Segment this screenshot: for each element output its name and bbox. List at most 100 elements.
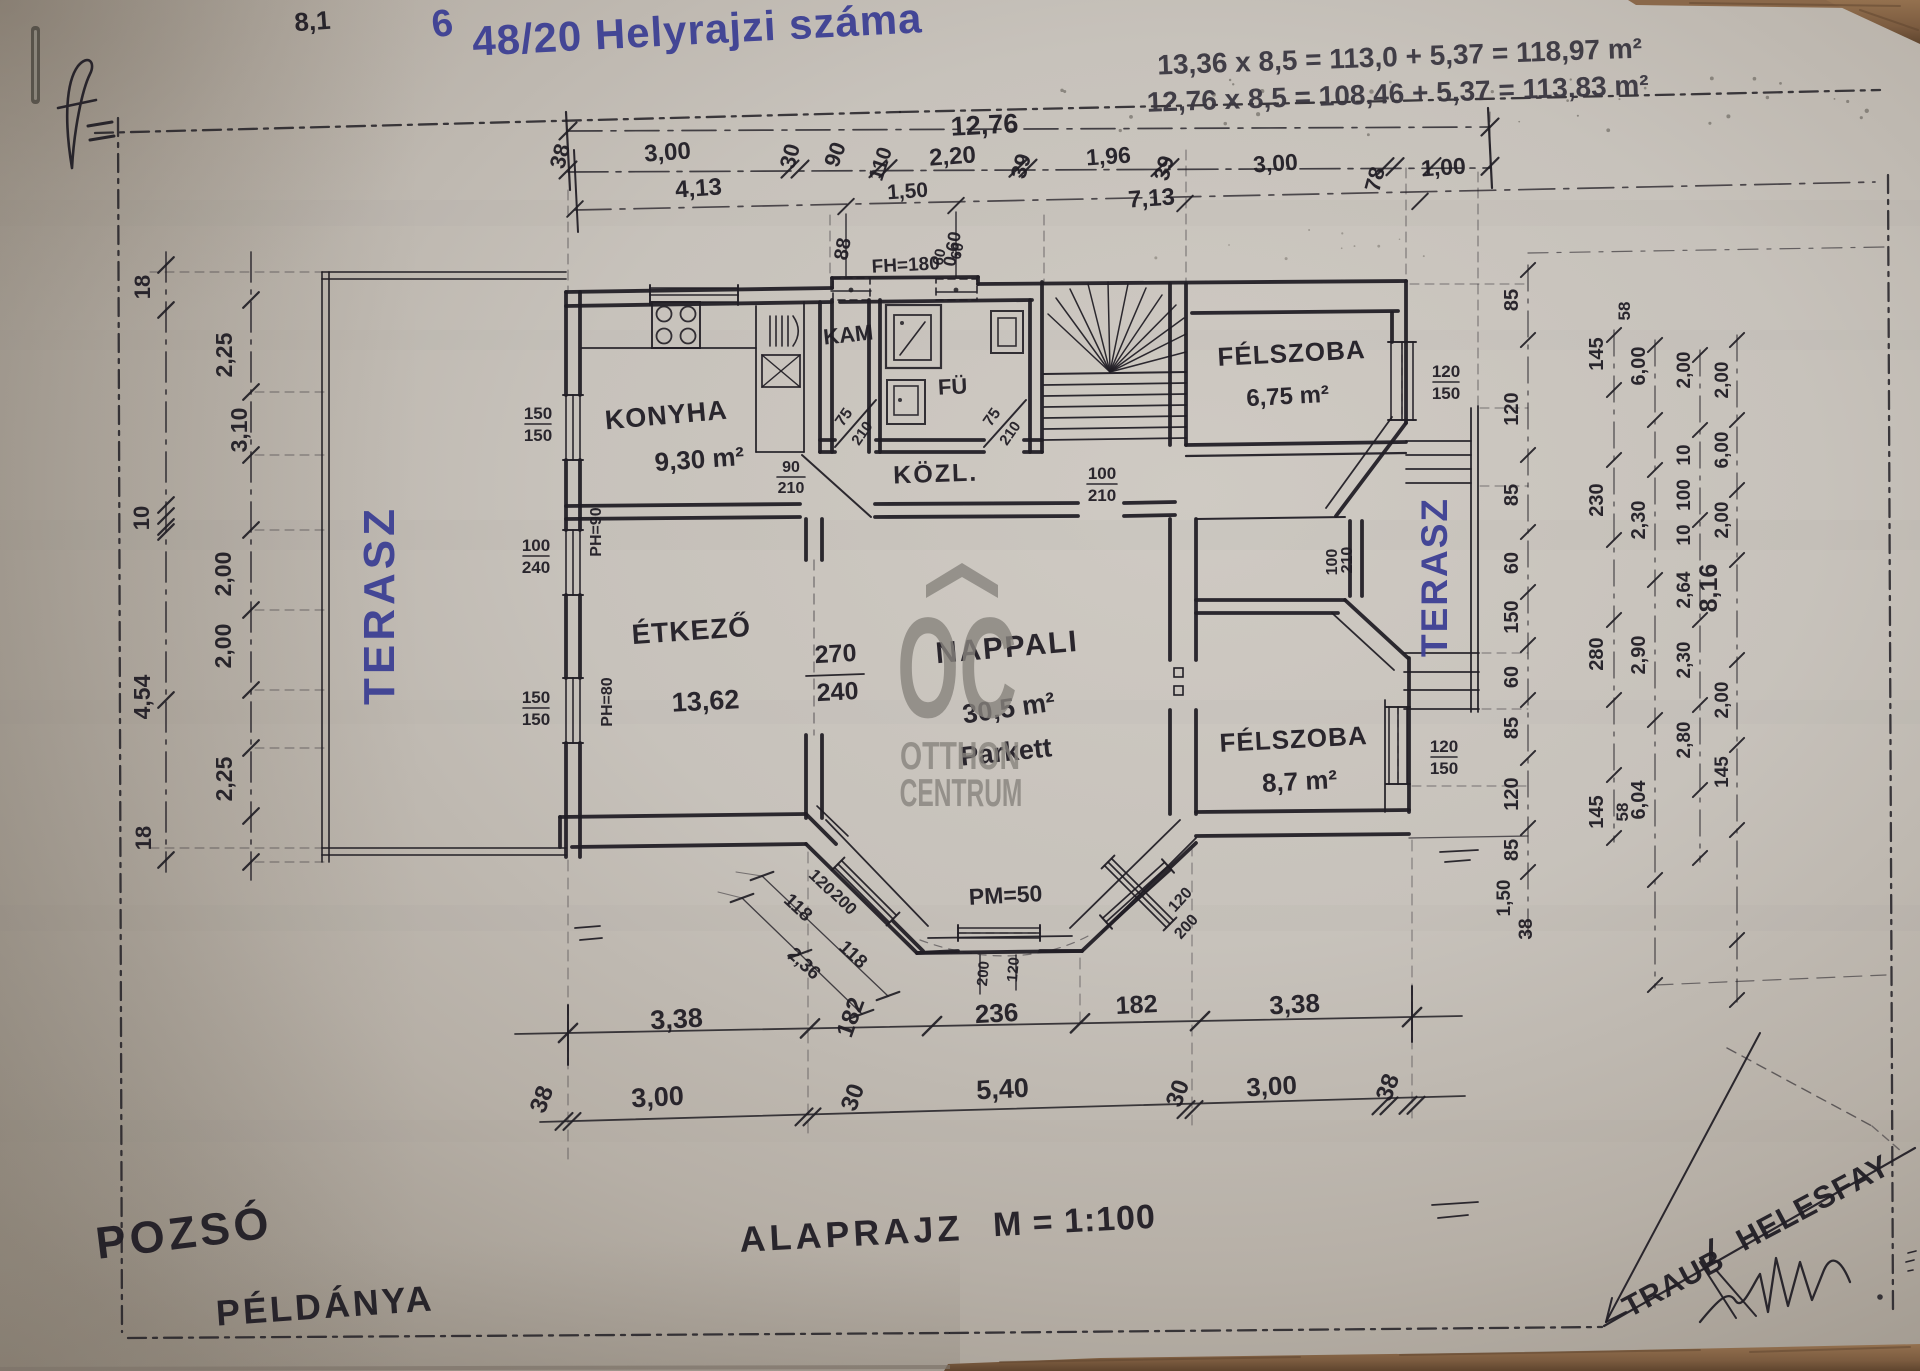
- svg-text:58: 58: [1615, 302, 1634, 321]
- svg-text:85: 85: [1501, 484, 1523, 506]
- svg-text:120: 120: [1501, 392, 1523, 425]
- svg-text:18: 18: [131, 826, 156, 850]
- svg-text:KAM: KAM: [822, 319, 874, 349]
- svg-text:60: 60: [1501, 666, 1523, 688]
- svg-text:3,38: 3,38: [1268, 988, 1320, 1021]
- svg-text:120: 120: [1432, 362, 1460, 381]
- svg-text:M = 1:100: M = 1:100: [992, 1198, 1157, 1244]
- svg-text:5,40: 5,40: [975, 1073, 1029, 1106]
- svg-text:OC: OC: [897, 587, 1017, 747]
- svg-text:38: 38: [1516, 918, 1537, 939]
- svg-text:2,00: 2,00: [1712, 502, 1733, 539]
- svg-text:1,96: 1,96: [1085, 141, 1131, 170]
- svg-text:85: 85: [1501, 839, 1523, 861]
- svg-text:120: 120: [1004, 956, 1023, 982]
- svg-text:88: 88: [830, 236, 856, 262]
- svg-text:2,00: 2,00: [210, 624, 236, 669]
- svg-text:60: 60: [948, 241, 968, 261]
- svg-text:CENTRUM: CENTRUM: [900, 770, 1023, 814]
- svg-text:85: 85: [1501, 289, 1523, 311]
- svg-text:3,38: 3,38: [649, 1003, 703, 1036]
- svg-text:240: 240: [816, 677, 859, 707]
- svg-text:PM=50: PM=50: [968, 880, 1043, 910]
- svg-text:230: 230: [1586, 483, 1608, 516]
- svg-text:60: 60: [930, 247, 950, 267]
- svg-text:4,54: 4,54: [129, 674, 155, 719]
- svg-text:2,25: 2,25: [211, 332, 237, 377]
- svg-text:100: 100: [1674, 479, 1695, 511]
- svg-text:2,00: 2,00: [1712, 682, 1733, 719]
- svg-text:3,00: 3,00: [1252, 148, 1298, 177]
- svg-text:280: 280: [1586, 637, 1608, 670]
- svg-text:182: 182: [1115, 990, 1158, 1020]
- svg-text:236: 236: [974, 997, 1019, 1029]
- svg-text:150: 150: [524, 426, 552, 445]
- svg-text:145: 145: [1586, 337, 1608, 370]
- svg-text:6,00: 6,00: [1628, 347, 1650, 386]
- svg-text:PH=80: PH=80: [599, 677, 616, 726]
- svg-text:200: 200: [974, 960, 993, 986]
- svg-text:1,00: 1,00: [1420, 152, 1466, 181]
- svg-text:2,90: 2,90: [1628, 636, 1650, 675]
- svg-text:OTTHON: OTTHON: [900, 735, 1020, 778]
- svg-text:TERASZ: TERASZ: [1414, 497, 1455, 657]
- svg-text:2,00: 2,00: [1712, 362, 1733, 399]
- svg-text:2,25: 2,25: [211, 756, 237, 801]
- svg-text:2,00: 2,00: [210, 552, 236, 597]
- svg-text:9,30 m²: 9,30 m²: [654, 441, 746, 477]
- svg-text:145: 145: [1586, 795, 1608, 828]
- svg-text:6,00: 6,00: [1712, 432, 1733, 469]
- svg-text:240: 240: [522, 558, 550, 577]
- svg-text:150: 150: [522, 688, 550, 707]
- svg-text:150: 150: [1501, 600, 1523, 633]
- svg-text:90: 90: [782, 459, 800, 476]
- svg-text:150: 150: [524, 404, 552, 423]
- svg-text:2,20: 2,20: [928, 141, 976, 171]
- svg-text:3,10: 3,10: [226, 408, 252, 453]
- svg-text:2,64: 2,64: [1674, 571, 1695, 608]
- svg-text:TERASZ: TERASZ: [355, 505, 404, 705]
- svg-text:10: 10: [1674, 524, 1695, 545]
- svg-text:FÜ: FÜ: [937, 373, 968, 400]
- svg-text:2,80: 2,80: [1674, 722, 1695, 759]
- svg-text:13,62: 13,62: [671, 684, 740, 717]
- svg-text:FH=180: FH=180: [871, 253, 940, 278]
- svg-text:KÖZL.: KÖZL.: [893, 458, 979, 490]
- svg-text:8,1: 8,1: [293, 5, 331, 37]
- svg-text:6,75 m²: 6,75 m²: [1246, 381, 1330, 412]
- svg-text:58: 58: [1613, 803, 1632, 822]
- svg-text:10: 10: [1674, 444, 1695, 465]
- svg-text:3,00: 3,00: [630, 1081, 684, 1114]
- svg-text:210: 210: [778, 480, 805, 497]
- svg-text:8,7 m²: 8,7 m²: [1261, 764, 1338, 798]
- svg-text:60: 60: [1501, 552, 1523, 574]
- svg-text:150: 150: [1432, 384, 1460, 403]
- svg-text:2,30: 2,30: [1628, 501, 1650, 540]
- svg-text:3,00: 3,00: [643, 137, 691, 167]
- svg-text:100: 100: [1088, 464, 1116, 483]
- svg-text:2,30: 2,30: [1674, 642, 1695, 679]
- svg-text:100: 100: [522, 536, 550, 555]
- svg-text:10: 10: [129, 506, 154, 530]
- svg-text:1,50: 1,50: [1494, 880, 1515, 917]
- svg-text:210: 210: [1339, 547, 1356, 574]
- svg-text:210: 210: [1088, 486, 1116, 505]
- svg-text:85: 85: [1501, 717, 1523, 739]
- svg-text:7,13: 7,13: [1127, 183, 1175, 213]
- svg-text:100: 100: [1324, 549, 1341, 576]
- svg-text:12,76: 12,76: [950, 108, 1019, 141]
- svg-text:150: 150: [522, 710, 550, 729]
- svg-text:120: 120: [1430, 737, 1458, 756]
- svg-text:6,04: 6,04: [1628, 780, 1650, 820]
- svg-text:120: 120: [1501, 777, 1523, 810]
- svg-text:PH=90: PH=90: [588, 507, 605, 556]
- svg-text:150: 150: [1430, 759, 1458, 778]
- svg-text:18: 18: [130, 275, 155, 299]
- svg-text:4,13: 4,13: [674, 173, 722, 203]
- svg-text:2,00: 2,00: [1674, 352, 1695, 389]
- svg-text:1,50: 1,50: [886, 179, 928, 205]
- svg-text:3,00: 3,00: [1245, 1070, 1297, 1103]
- svg-text:270: 270: [814, 639, 857, 669]
- svg-text:145: 145: [1712, 756, 1733, 788]
- svg-text:8,16: 8,16: [1695, 564, 1723, 613]
